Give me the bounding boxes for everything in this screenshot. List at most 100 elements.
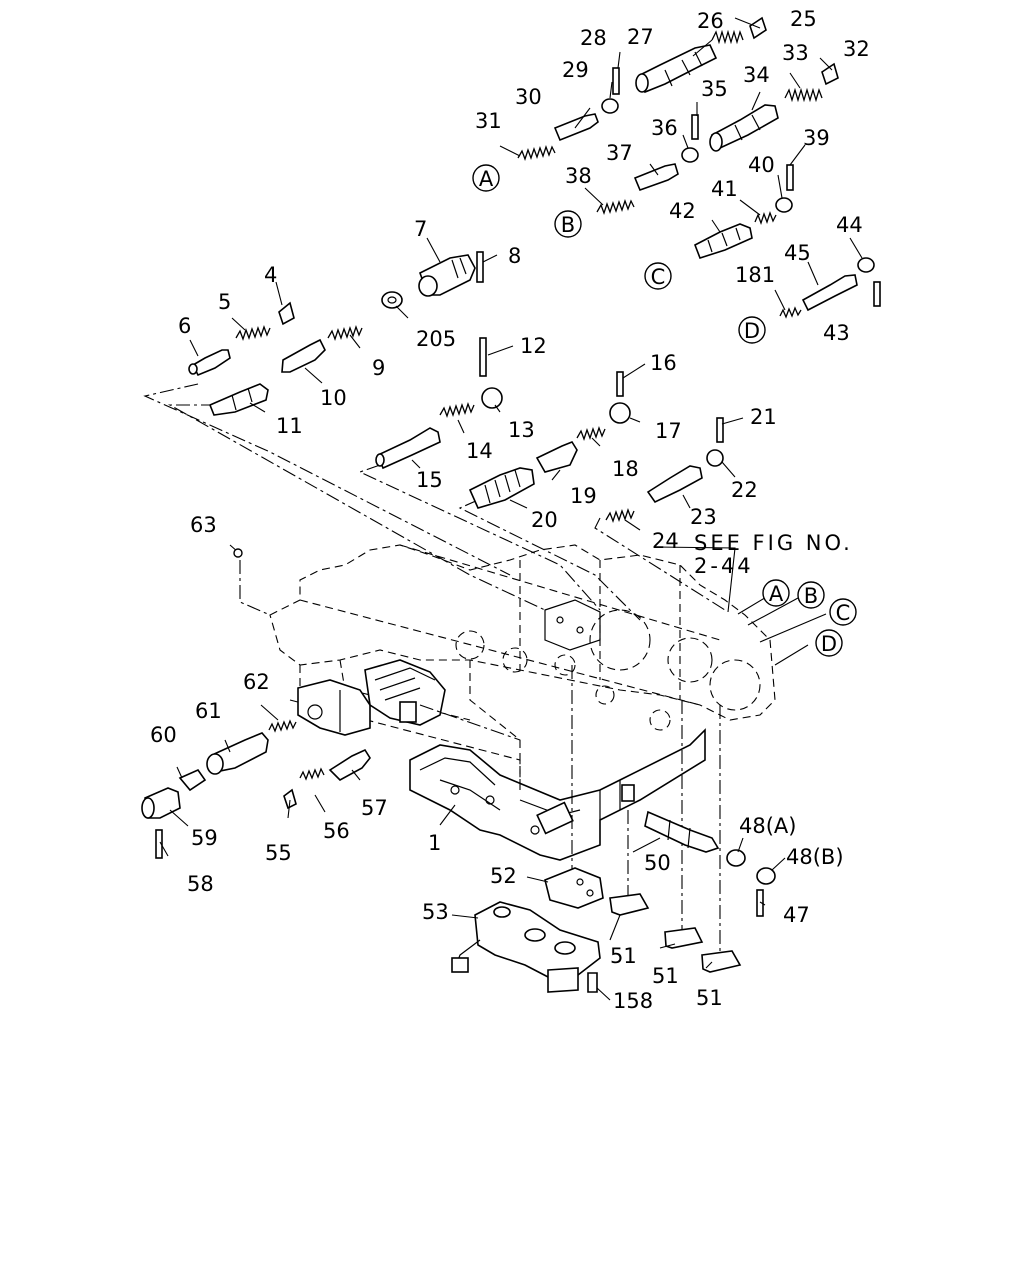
callout-20: 20 — [531, 508, 558, 532]
ref-marker-a-top: A — [472, 164, 500, 192]
callout-60: 60 — [150, 723, 177, 747]
callout-51-c: 51 — [696, 986, 723, 1010]
callout-11: 11 — [276, 414, 303, 438]
solenoid-assembly-53 — [451, 901, 601, 993]
ref-letter: B — [804, 584, 818, 608]
ref-letter: C — [836, 601, 851, 625]
callout-50: 50 — [644, 851, 671, 875]
pin-28-plug-29 — [601, 67, 620, 114]
callout-51-a: 51 — [610, 944, 637, 968]
reference-markers: A B C D A B C D — [472, 164, 857, 657]
callout-35: 35 — [701, 77, 728, 101]
callout-27: 27 — [627, 25, 654, 49]
callout-59: 59 — [191, 826, 218, 850]
callout-41: 41 — [711, 177, 738, 201]
callout-158: 158 — [613, 989, 653, 1013]
callout-58: 58 — [187, 872, 214, 896]
callout-57: 57 — [361, 796, 388, 820]
callout-22: 22 — [731, 478, 758, 502]
callout-4: 4 — [264, 263, 277, 287]
ref-letter: D — [821, 632, 837, 656]
callout-1: 1 — [428, 831, 441, 855]
ref-marker-b-body: B — [797, 581, 825, 609]
callout-205: 205 — [416, 327, 456, 351]
callout-47: 47 — [783, 903, 810, 927]
ref-marker-d-body: D — [815, 629, 843, 657]
callout-26: 26 — [697, 9, 724, 33]
see-fig-number: 2-44 — [694, 554, 754, 578]
pin-35-plug-36 — [681, 114, 699, 163]
ref-marker-d-top: D — [738, 316, 766, 344]
callout-6: 6 — [178, 314, 191, 338]
callout-52: 52 — [490, 864, 517, 888]
callout-39: 39 — [803, 126, 830, 150]
callout-13: 13 — [508, 418, 535, 442]
valve-train-25-27 — [635, 16, 767, 94]
ref-letter: D — [744, 319, 760, 343]
upper-valve-body — [269, 544, 776, 790]
callout-labels: 1 4 5 6 7 8 9 10 11 12 13 14 15 16 17 18… — [150, 7, 870, 1013]
callout-43: 43 — [823, 321, 850, 345]
callout-7: 7 — [414, 217, 427, 241]
callout-16: 16 — [650, 351, 677, 375]
callout-53: 53 — [422, 900, 449, 924]
callout-63: 63 — [190, 513, 217, 537]
callout-5: 5 — [218, 290, 231, 314]
ref-letter: C — [651, 265, 666, 289]
callout-30: 30 — [515, 85, 542, 109]
callout-44: 44 — [836, 213, 863, 237]
valve-train-47-51 — [609, 810, 776, 973]
callout-23: 23 — [690, 505, 717, 529]
pin-39-plug-40-spring-41 — [754, 164, 794, 225]
valve-train-55-62 — [141, 719, 371, 859]
callout-24: 24 — [652, 529, 679, 553]
valve-37-spring-38 — [596, 163, 679, 215]
end-cover-housing — [297, 659, 446, 736]
assembly-lines — [143, 383, 726, 955]
ref-marker-c-top: C — [644, 262, 672, 290]
see-fig-label: SEE FIG NO. — [694, 531, 853, 555]
valve-train-43-45 — [779, 257, 881, 319]
leader-lines — [159, 17, 863, 1001]
callout-12: 12 — [520, 334, 547, 358]
ref-letter: A — [479, 167, 494, 191]
callout-62: 62 — [243, 670, 270, 694]
callout-19: 19 — [570, 484, 597, 508]
callout-61: 61 — [195, 699, 222, 723]
callout-34: 34 — [743, 63, 770, 87]
callout-21: 21 — [750, 405, 777, 429]
callout-8: 8 — [508, 244, 521, 268]
callout-31: 31 — [475, 109, 502, 133]
callout-17: 17 — [655, 419, 682, 443]
callout-15: 15 — [416, 468, 443, 492]
callout-56: 56 — [323, 819, 350, 843]
valve-train-4-11 — [188, 251, 484, 416]
callout-25: 25 — [790, 7, 817, 31]
callout-32: 32 — [843, 37, 870, 61]
callout-38: 38 — [565, 164, 592, 188]
callout-33: 33 — [782, 41, 809, 65]
ref-letter: B — [561, 213, 575, 237]
ref-marker-a-body: A — [762, 579, 790, 607]
callout-36: 36 — [651, 116, 678, 140]
callout-45: 45 — [784, 241, 811, 265]
callout-48a: 48(A) — [739, 814, 796, 838]
callout-48b: 48(B) — [786, 845, 844, 869]
valve-train-12-24 — [375, 337, 724, 523]
callout-42: 42 — [669, 199, 696, 223]
callout-29: 29 — [562, 58, 589, 82]
ref-marker-b-top: B — [554, 210, 582, 238]
valve-30-spring-31 — [517, 113, 599, 161]
valve-train-32-34 — [709, 62, 839, 152]
callout-55: 55 — [265, 841, 292, 865]
callout-51-b: 51 — [652, 964, 679, 988]
valve-42 — [693, 223, 753, 259]
lower-valve-body — [409, 728, 706, 861]
callout-28: 28 — [580, 26, 607, 50]
callout-18: 18 — [612, 457, 639, 481]
filter-plate-52 — [544, 867, 604, 909]
callout-37: 37 — [606, 141, 633, 165]
callout-9: 9 — [372, 356, 385, 380]
ref-letter: A — [769, 582, 784, 606]
